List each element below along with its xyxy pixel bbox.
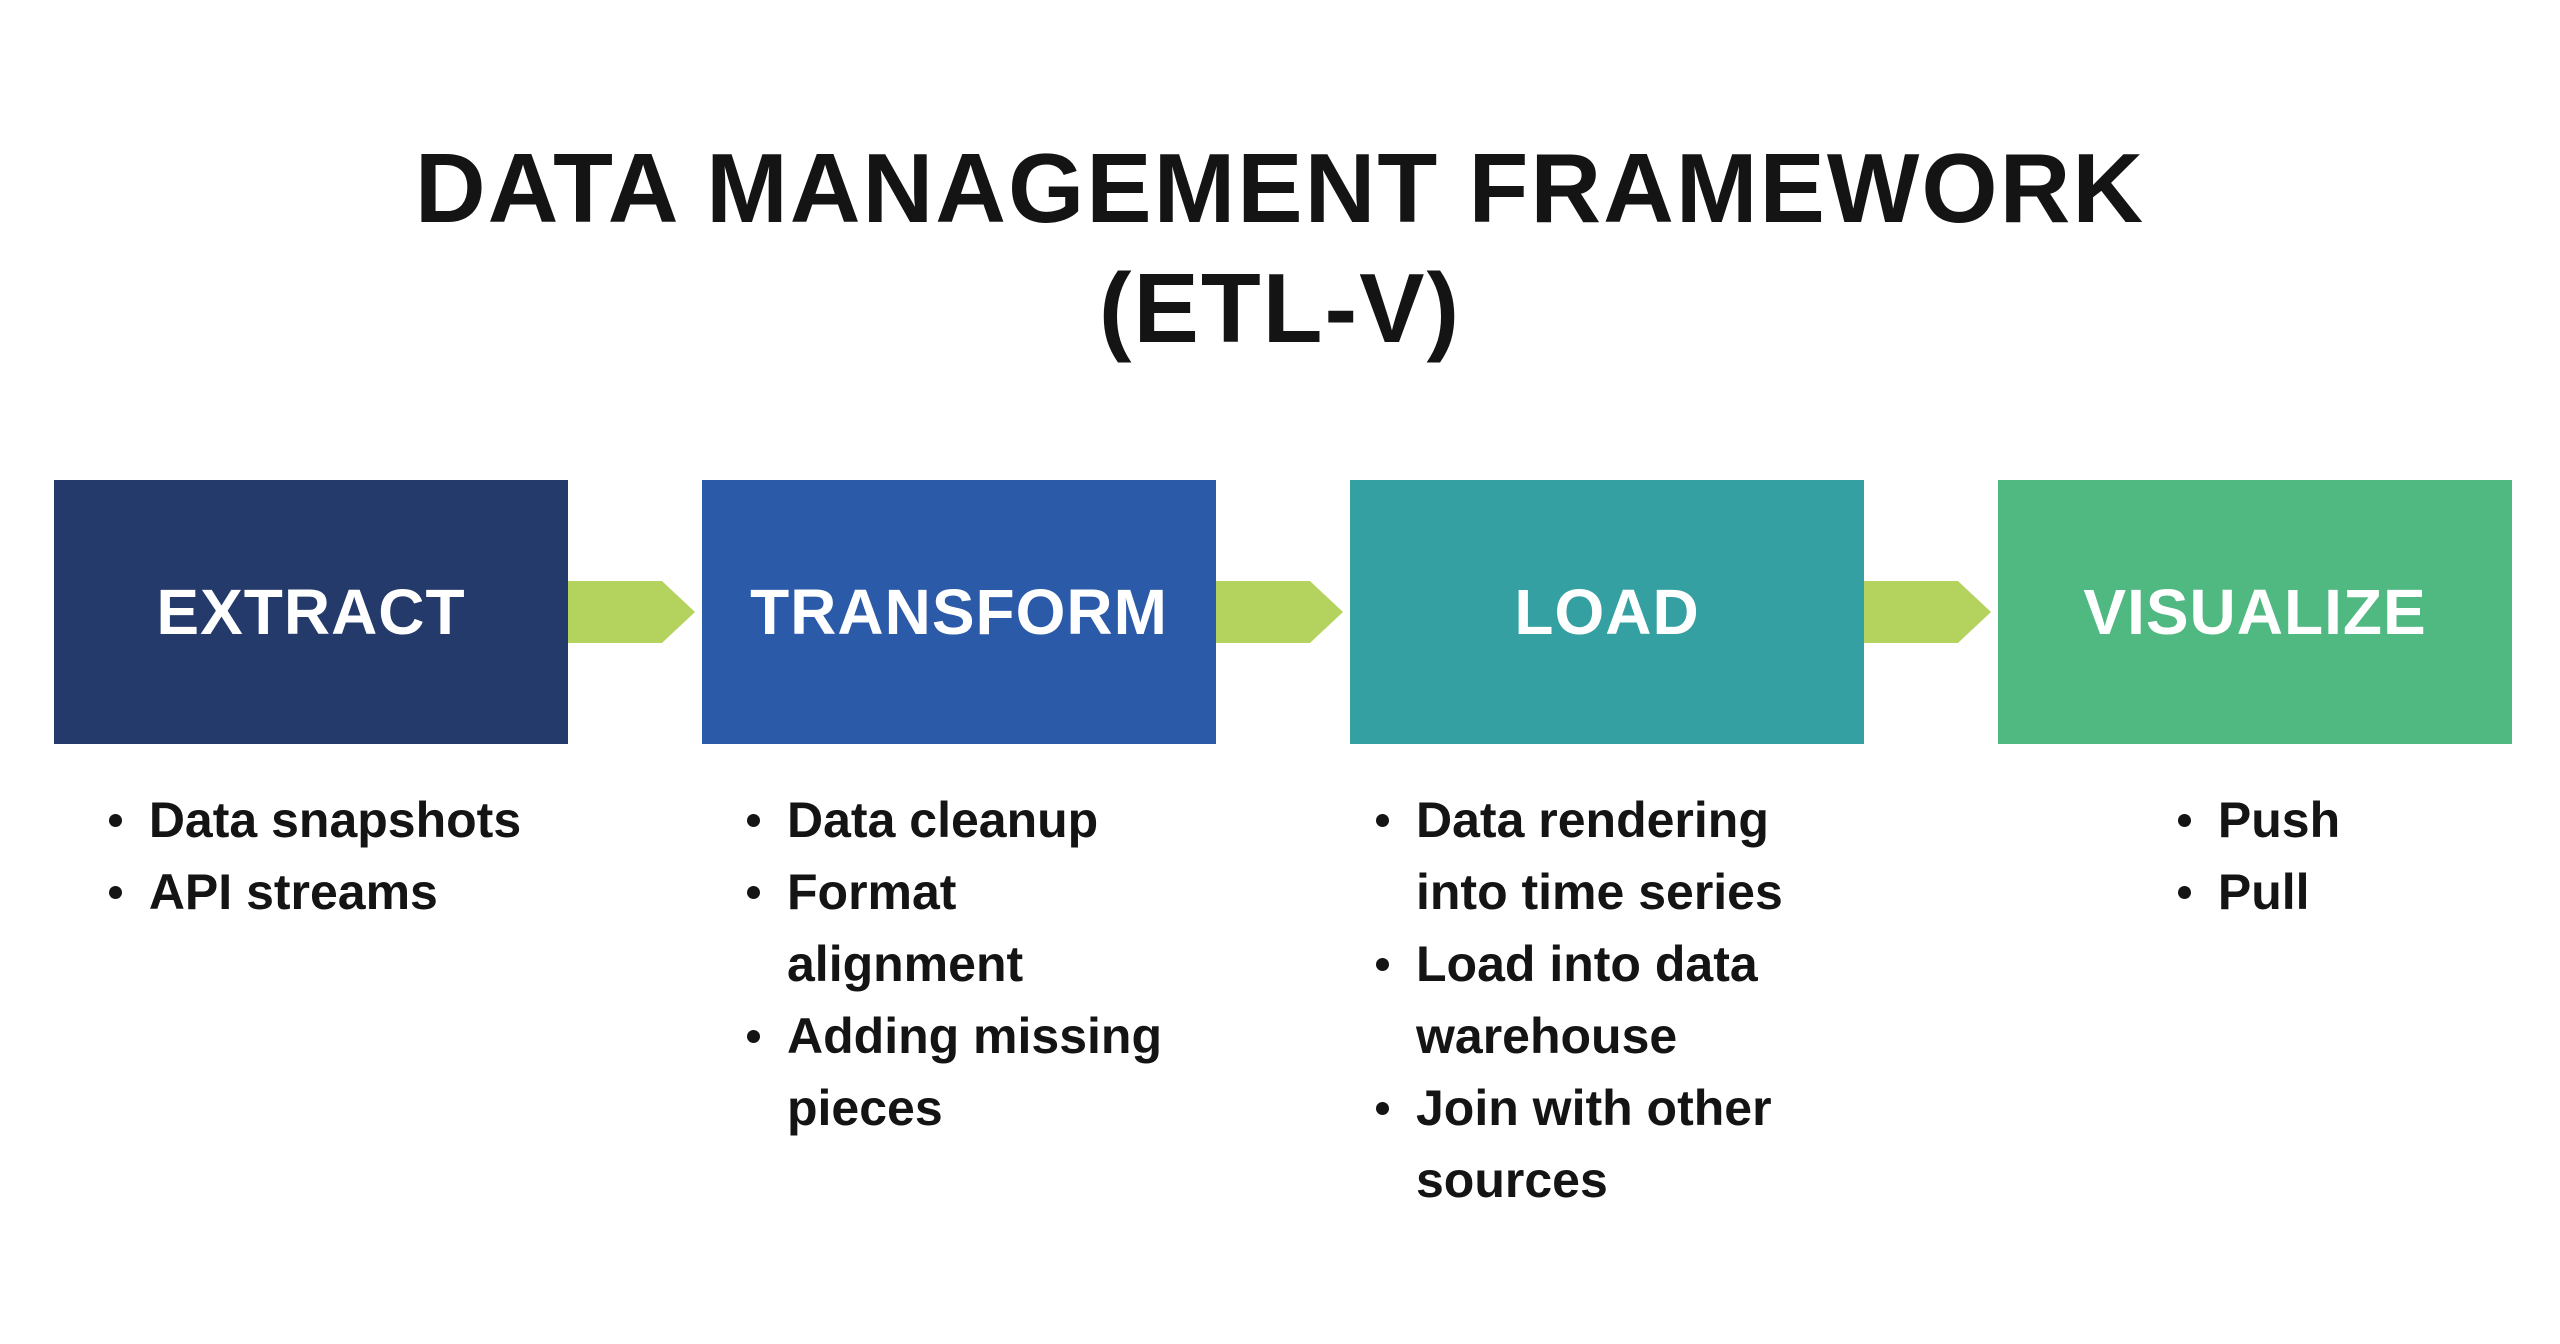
- flow-arrow-icon: [568, 581, 695, 643]
- bullet-item: Push: [2170, 784, 2340, 856]
- stage-label-load: LOAD: [1514, 576, 1700, 648]
- page-title: DATA MANAGEMENT FRAMEWORK (ETL-V): [0, 128, 2560, 368]
- stage-box-transform: TRANSFORM: [702, 480, 1216, 744]
- bullet-list: Data snapshots API streams: [101, 784, 521, 928]
- stage-box-load: LOAD: [1350, 480, 1864, 744]
- bullet-item: Data cleanup: [739, 784, 1179, 856]
- stage-list-visualize: Push Pull: [1998, 784, 2512, 928]
- title-line-1: DATA MANAGEMENT FRAMEWORK: [414, 133, 2146, 243]
- stage-box-extract: EXTRACT: [54, 480, 568, 744]
- stage-label-extract: EXTRACT: [156, 576, 466, 648]
- bullet-item: Pull: [2170, 856, 2340, 928]
- bullet-item: Data snapshots: [101, 784, 521, 856]
- bullet-item: Adding missing pieces: [739, 1000, 1179, 1144]
- bullet-item: API streams: [101, 856, 521, 928]
- stage-label-transform: TRANSFORM: [750, 576, 1168, 648]
- bullet-list: Data cleanup Format alignment Adding mis…: [739, 784, 1179, 1144]
- bullet-item: Join with other sources: [1368, 1072, 1846, 1216]
- bullet-list: Push Pull: [2170, 784, 2340, 928]
- flow-arrow-icon: [1216, 581, 1343, 643]
- bullet-item: Data rendering into time series: [1368, 784, 1846, 928]
- stage-box-visualize: VISUALIZE: [1998, 480, 2512, 744]
- stage-list-extract: Data snapshots API streams: [54, 784, 568, 928]
- bullet-item: Format alignment: [739, 856, 1179, 1000]
- flow-arrow-icon: [1864, 581, 1991, 643]
- bullet-item: Load into data warehouse: [1368, 928, 1846, 1072]
- stage-label-visualize: VISUALIZE: [2083, 576, 2427, 648]
- stage-list-load: Data rendering into time series Load int…: [1350, 784, 1864, 1216]
- stage-list-transform: Data cleanup Format alignment Adding mis…: [702, 784, 1216, 1144]
- bullet-list: Data rendering into time series Load int…: [1368, 784, 1846, 1216]
- title-line-2: (ETL-V): [1098, 253, 1462, 363]
